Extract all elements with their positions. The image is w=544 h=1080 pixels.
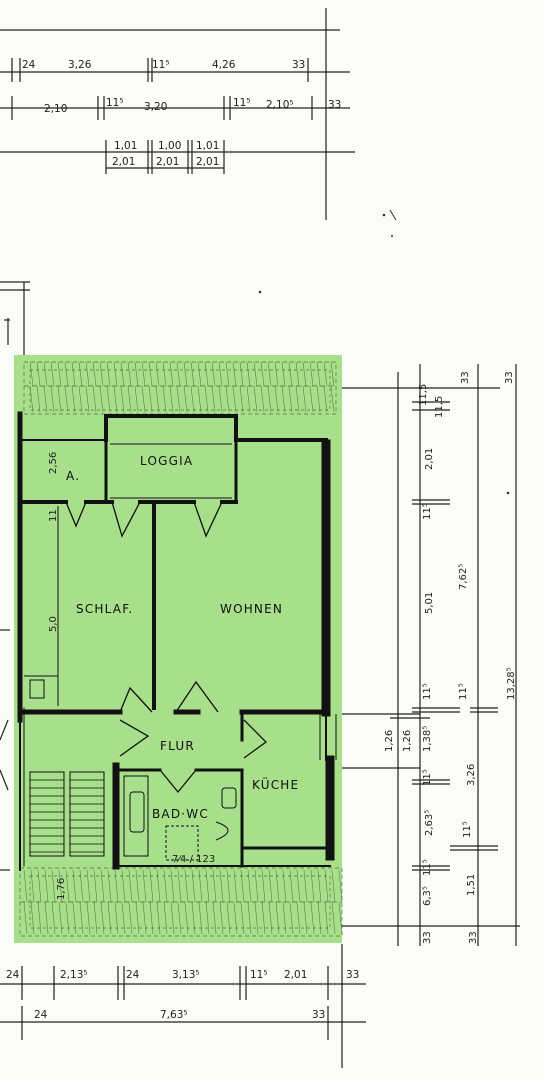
dim-top-r2-1: 2,10 xyxy=(44,103,67,115)
door-swings xyxy=(65,501,267,794)
right-dimension-labels: 11,5 2,01 11⁵ 5,01 11⁵ 1,26 11⁵ 2,63⁵ 11… xyxy=(384,371,517,944)
bottom-dimension-labels: 24 2,13⁵ 24 3,13⁵ 11⁵ 2,01 33 24 7,63⁵ 3… xyxy=(6,969,359,1021)
stair-treads xyxy=(30,779,104,853)
dim-right-c3-1: 33 xyxy=(504,371,515,384)
dim-bottom-r1-3: 24 xyxy=(126,969,140,981)
dim-right-c2-3: 7,62⁵ xyxy=(458,564,469,590)
room-label-bad: BAD·WC xyxy=(152,807,209,821)
dim-top-r3-bot-2: 2,01 xyxy=(156,156,179,168)
dim-top-r1-1: 24 xyxy=(22,59,36,71)
dim-right-c3-3: 3,26 xyxy=(466,764,477,786)
dim-right-c3-2: 13,28⁵ xyxy=(506,667,517,700)
dim-left-1: 2,56 xyxy=(48,452,59,474)
dim-right-c1-2: 2,01 xyxy=(424,448,435,470)
top-dimension-labels: 24 3,26 11⁵ 4,26 33 2,10 11⁵ 3,20 11⁵ 2,… xyxy=(22,59,341,168)
dim-top-r3-bot-3: 2,01 xyxy=(196,156,219,168)
room-label-wohnen: WOHNEN xyxy=(220,602,283,616)
dim-bottom-r1-4: 3,13⁵ xyxy=(172,969,200,981)
dim-top-r3-top-3: 1,01 xyxy=(196,140,219,152)
dim-top-r1-5: 33 xyxy=(292,59,305,71)
stair-label: 7⁄4 / 123 xyxy=(172,854,215,865)
dim-bottom-r2-1: 24 xyxy=(34,1009,48,1021)
dim-right-c2-5: 1,26 xyxy=(402,730,413,752)
dim-right-c1-10: 6,3⁵ xyxy=(422,886,433,906)
dim-right-c2-9: 33 xyxy=(468,931,479,944)
dim-bottom-r2-3: 33 xyxy=(312,1009,325,1021)
walls xyxy=(17,411,335,871)
dim-right-c2-8: 1,51 xyxy=(466,874,477,896)
dim-right-c2-7: 11⁵ xyxy=(462,821,473,838)
dim-right-c1-6: 1,26 xyxy=(384,730,395,752)
dim-top-r2-3: 3,20 xyxy=(144,101,167,113)
dim-bottom-r1-2: 2,13⁵ xyxy=(60,969,88,981)
dim-top-r2-2: 11⁵ xyxy=(106,97,124,109)
dim-top-r3-bot-1: 2,01 xyxy=(112,156,135,168)
room-label-flur: FLUR xyxy=(160,739,195,753)
dim-top-r3-top-2: 1,00 xyxy=(158,140,181,152)
dim-right-c1-4: 5,01 xyxy=(424,592,435,614)
dim-top-r1-2: 3,26 xyxy=(68,59,92,71)
dim-right-c1-7: 11⁵ xyxy=(422,769,433,786)
dim-right-c2-4: 11⁵ xyxy=(458,683,469,700)
room-label-loggia: LOGGIA xyxy=(140,454,193,468)
dim-right-c2-6: 1,38⁵ xyxy=(422,726,433,752)
interior-lines xyxy=(24,443,337,861)
bottom-dimension-lines xyxy=(0,944,366,1068)
room-label-kueche: KÜCHE xyxy=(252,776,299,792)
dim-right-c2-1: 33 xyxy=(460,371,471,384)
right-dimension-lines xyxy=(342,364,520,946)
dim-left-2: 11 xyxy=(48,509,59,522)
dim-right-c1-8: 2,63⁵ xyxy=(424,810,435,836)
dim-right-c1-9: 11⁵ xyxy=(422,859,433,876)
balcony-hatch-lines xyxy=(23,361,343,935)
dim-right-c2-2: 11,5 xyxy=(434,396,445,418)
room-label-schlaf: SCHLAF. xyxy=(76,602,133,616)
top-dimension-lines xyxy=(0,8,355,220)
adjacent-building-edge xyxy=(0,281,30,871)
left-dimension-labels: 2,56 11 5,0 1,76 xyxy=(48,452,67,900)
dim-bottom-r1-7: 33 xyxy=(346,969,359,981)
dim-top-r1-4: 4,26 xyxy=(212,59,236,71)
dim-top-r1-3: 11⁵ xyxy=(152,59,170,71)
dim-bottom-r1-5: 11⁵ xyxy=(250,969,268,981)
dim-top-r2-4: 11⁵ xyxy=(233,97,251,109)
dim-right-c1-3: 11⁵ xyxy=(422,503,433,520)
dim-top-r2-6: 33 xyxy=(328,99,341,111)
dim-right-c1-5: 11⁵ xyxy=(422,683,433,700)
dim-top-r3-top-1: 1,01 xyxy=(114,140,137,152)
stray-marks xyxy=(258,209,510,495)
room-label-abstell: A. xyxy=(66,469,80,483)
dim-right-c1-11: 33 xyxy=(422,931,433,944)
dim-bottom-r2-2: 7,63⁵ xyxy=(160,1009,188,1021)
dim-bottom-r1-1: 24 xyxy=(6,969,20,981)
dim-left-3: 5,0 xyxy=(48,616,59,632)
dim-right-c1-1: 11,5 xyxy=(418,384,429,406)
dim-bottom-r1-6: 2,01 xyxy=(284,969,307,981)
dim-left-4: 1,76 xyxy=(56,878,67,900)
apartment-highlight xyxy=(14,355,342,943)
dim-top-r2-5: 2,10⁵ xyxy=(266,99,294,111)
